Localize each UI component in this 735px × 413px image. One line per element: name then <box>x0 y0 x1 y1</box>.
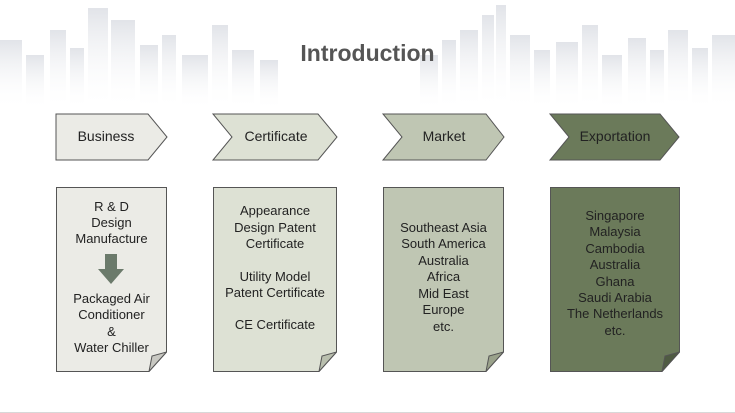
certificate-line: Appearance <box>239 203 311 219</box>
exportation-line: Ghana <box>595 273 635 289</box>
city-skyline-background <box>0 5 735 110</box>
slide-title: Introduction <box>300 40 435 66</box>
certificate-line: CE Certificate <box>234 317 316 333</box>
exportation-card: Singapore Malaysia Cambodia Australia Gh… <box>550 187 680 372</box>
arrow-label-certificate: Certificate <box>244 128 308 144</box>
certificate-card: Appearance Design Patent Certificate Uti… <box>213 187 337 372</box>
exportation-line: The Netherlands <box>566 306 664 322</box>
market-line: South America <box>401 236 486 252</box>
market-line: Australia <box>418 252 469 268</box>
business-line: Design <box>91 214 132 230</box>
exportation-line: Cambodia <box>585 240 645 256</box>
market-line: Southeast Asia <box>400 220 487 236</box>
certificate-line: Patent Certificate <box>225 284 325 300</box>
page-curl <box>148 351 167 372</box>
exportation-line: Australia <box>589 257 641 273</box>
business-card: R & D Design Manufacture Packaged Air Co… <box>56 187 167 372</box>
business-line: Packaged Air <box>73 290 150 306</box>
exportation-arrow <box>548 113 680 161</box>
exportation-line: etc. <box>604 322 626 338</box>
certificate-line: Certificate <box>245 236 305 252</box>
certificate-card-shape <box>213 187 337 372</box>
business-line: R & D <box>94 198 129 214</box>
exportation-line: Saudi Arabia <box>578 289 652 305</box>
page-curl <box>661 351 680 372</box>
exportation-line: Singapore <box>585 207 645 223</box>
market-arrow <box>381 113 505 161</box>
market-card-shape <box>383 187 504 372</box>
business-line: Water Chiller <box>74 340 149 356</box>
certificate-line: Design Patent <box>234 219 316 235</box>
business-arrow <box>55 113 168 161</box>
exportation-card-shape <box>550 187 680 372</box>
market-card: Southeast Asia South America Australia A… <box>383 187 504 372</box>
down-arrow-icon <box>98 253 125 284</box>
certificate-arrow <box>211 113 338 161</box>
business-line: & <box>107 323 116 339</box>
business-line: Manufacture <box>75 231 148 247</box>
market-line: etc. <box>433 318 454 334</box>
arrow-label-market: Market <box>422 128 466 144</box>
page-curl <box>485 351 504 372</box>
exportation-line: Malaysia <box>589 224 641 240</box>
market-line: Africa <box>426 269 461 285</box>
business-line: Conditioner <box>78 307 145 323</box>
arrow-label-business: Business <box>77 128 135 144</box>
process-arrows <box>55 113 680 161</box>
market-line: Mid East <box>418 285 469 301</box>
market-line: Europe <box>422 302 465 318</box>
page-curl <box>318 351 337 372</box>
certificate-line: Utility Model <box>239 268 311 284</box>
arrow-label-exportation: Exportation <box>579 128 651 144</box>
